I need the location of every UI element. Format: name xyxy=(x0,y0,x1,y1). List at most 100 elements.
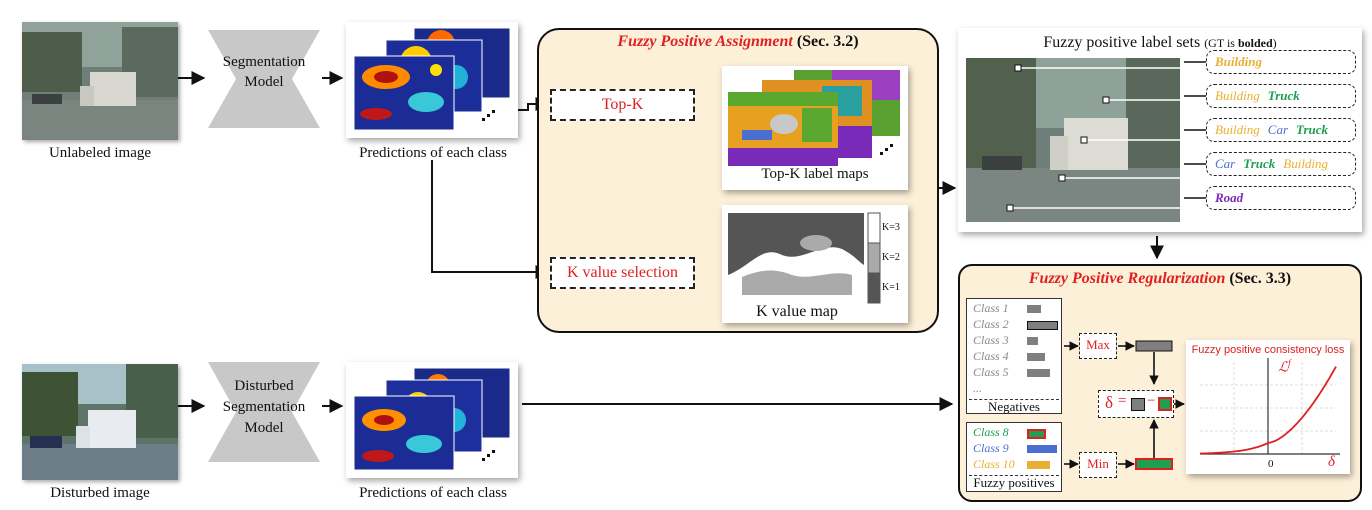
positive-class-label: Class 8 xyxy=(973,425,1009,439)
class-label-car: Car xyxy=(1215,156,1236,171)
loss-chart-title: Fuzzy positive consistency loss xyxy=(1191,344,1345,356)
assignment-title-sec: (Sec. 3.2) xyxy=(792,33,859,50)
disturbed-image-caption: Disturbed image xyxy=(50,485,150,501)
k-legend-2: K=2 xyxy=(882,252,900,263)
k-value-map: K=3 K=2 K=1 K value map xyxy=(722,205,908,323)
disturbed-predictions-stack xyxy=(346,362,518,478)
positives-divider xyxy=(969,475,1059,476)
model-label-line1: Segmentation xyxy=(222,54,306,70)
kvalue-selection-box: K value selection xyxy=(550,257,695,289)
segmentation-model-block: Segmentation Model xyxy=(208,30,320,128)
label-sets-title-main: Fuzzy positive label sets xyxy=(1043,34,1205,51)
topk-label-maps: Top-K label maps xyxy=(722,66,908,190)
positives-box: Class 8 Class 9 Class 10 Fuzzy positives xyxy=(966,422,1062,492)
pixel-marker xyxy=(1006,204,1014,212)
disturbed-predictions-caption: Predictions of each class xyxy=(359,485,507,501)
loss-x-tick-0: 0 xyxy=(1268,458,1274,470)
positive-score-bar xyxy=(1027,461,1050,469)
min-op: Min xyxy=(1079,452,1117,478)
loss-x-label: δ xyxy=(1328,454,1335,470)
topk-box: Top-K xyxy=(550,89,695,121)
loss-y-label: ℒf xyxy=(1278,358,1291,377)
leader-line xyxy=(1062,163,1206,179)
unlabeled-image xyxy=(22,22,178,140)
disturbed-model-block: Disturbed Segmentation Model xyxy=(208,362,320,462)
label-set-row: Building Truck xyxy=(1206,84,1356,108)
label-set-row: Building xyxy=(1206,50,1356,74)
predictions-stack xyxy=(346,22,518,138)
class-label-building: Building xyxy=(1215,122,1260,137)
loss-curve xyxy=(1199,366,1337,455)
class-label-building: Building xyxy=(1283,156,1329,171)
class-label-truck: Truck xyxy=(1296,122,1329,137)
arrow-pred-to-kvalue xyxy=(431,160,550,279)
k-legend-3: K=3 xyxy=(882,222,900,233)
pixel-marker xyxy=(1058,174,1066,182)
negatives-divider xyxy=(969,399,1059,400)
dstack-ellipsis xyxy=(482,450,495,461)
assignment-title: Fuzzy Positive Assignment (Sec. 3.2) xyxy=(537,33,939,51)
label-set-row: Road xyxy=(1206,186,1356,210)
delta-max-box xyxy=(1131,398,1145,411)
max-op: Max xyxy=(1079,333,1117,359)
delta-min-box xyxy=(1158,397,1172,411)
pixel-marker xyxy=(1080,136,1088,144)
heatmap-front xyxy=(353,55,455,131)
negative-class-label: Class 2 xyxy=(973,317,1009,331)
label-map-front xyxy=(728,92,838,166)
positive-score-bar xyxy=(1027,445,1057,453)
regularization-title-sec: (Sec. 3.3) xyxy=(1225,270,1292,287)
regularization-title: Fuzzy Positive Regularization (Sec. 3.3) xyxy=(958,270,1362,288)
class-label-building: Building xyxy=(1215,54,1262,69)
maps-ellipsis xyxy=(880,144,893,155)
disturbed-image xyxy=(22,364,178,480)
negative-class-label: Class 5 xyxy=(973,365,1009,379)
loss-chart: Fuzzy positive consistency loss ℒf 0 δ xyxy=(1186,340,1350,474)
regularization-flow xyxy=(1064,340,1185,470)
negative-score-bar xyxy=(1027,305,1041,313)
label-sets-title-gt: (GT is xyxy=(1204,36,1238,50)
class-label-truck: Truck xyxy=(1267,88,1300,103)
equals-sign: = xyxy=(1118,393,1127,409)
delta-symbol: δ xyxy=(1105,393,1114,412)
class-label-truck: Truck xyxy=(1243,156,1276,171)
minus-sign: − xyxy=(1147,393,1156,409)
unlabeled-image-caption: Unlabeled image xyxy=(48,145,152,161)
predictions-caption: Predictions of each class xyxy=(359,145,507,161)
dmodel-label-line1: Disturbed xyxy=(234,378,294,394)
pixel-marker xyxy=(1014,64,1022,72)
negative-class-label: Class 3 xyxy=(973,333,1009,347)
negative-score-bar xyxy=(1027,321,1058,330)
negative-score-bar xyxy=(1027,369,1050,377)
positive-class-label: Class 9 xyxy=(973,441,1009,455)
leader-line xyxy=(1084,129,1206,141)
loss-y-label-main: ℒ xyxy=(1278,360,1289,376)
dmodel-label-line2: Segmentation xyxy=(222,399,306,415)
class-label-building: Building xyxy=(1215,88,1260,103)
assignment-title-italic: Fuzzy Positive Assignment xyxy=(617,33,793,50)
k-legend-1: K=1 xyxy=(882,282,900,293)
leader-line xyxy=(1010,197,1206,209)
loss-y-label-sup: f xyxy=(1288,358,1291,368)
leader-line xyxy=(1018,61,1206,69)
label-leader-lines xyxy=(1006,61,1206,212)
delta-equation: δ = − xyxy=(1098,390,1174,418)
label-sets-title: Fuzzy positive label sets (GT is bolded) xyxy=(958,34,1362,52)
class-label-road: Road xyxy=(1215,190,1244,205)
label-sets-panel: Fuzzy positive label sets (GT is bolded)… xyxy=(958,28,1362,232)
positives-caption: Fuzzy positives xyxy=(973,475,1055,490)
negative-score-bar xyxy=(1027,353,1045,361)
negatives-caption: Negatives xyxy=(988,399,1040,414)
k-value-map-caption: K value map xyxy=(756,303,838,320)
negative-class-label: Class 1 xyxy=(973,301,1009,315)
label-set-row: Car Truck Building xyxy=(1206,152,1356,176)
model-label-line2: Model xyxy=(244,74,284,90)
label-sets-title-bold: bolded xyxy=(1237,36,1273,50)
label-sets-title-end: ) xyxy=(1272,36,1277,50)
regularization-title-italic: Fuzzy Positive Regularization xyxy=(1028,270,1226,287)
dheatmap-front xyxy=(353,395,455,471)
negative-class-label: ... xyxy=(973,381,982,395)
positive-class-label: Class 10 xyxy=(973,457,1015,471)
